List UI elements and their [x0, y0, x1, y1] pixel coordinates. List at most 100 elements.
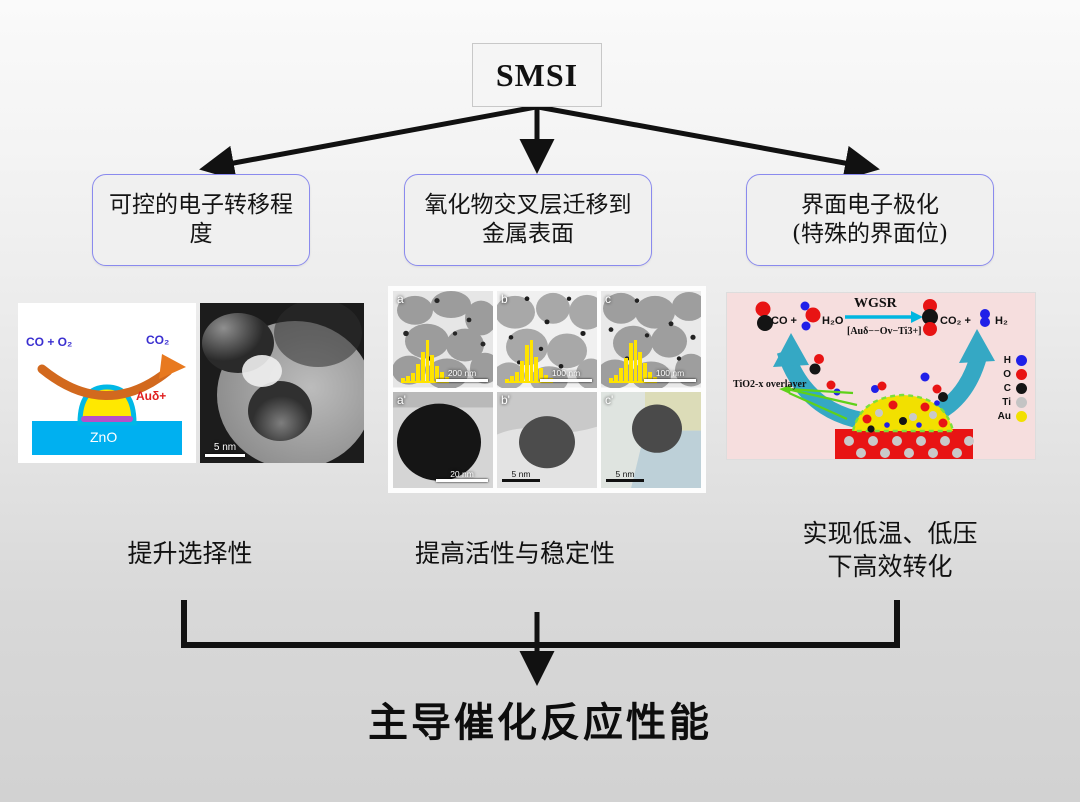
tem-b-prime-tag: b' — [501, 392, 510, 407]
tem-b-histogram-axis — [505, 381, 553, 383]
tem-a-scalebar-label: 200 nm — [447, 368, 477, 378]
smsi-title-label: SMSI — [495, 56, 579, 93]
tem-c-prime-tag: c' — [605, 392, 614, 407]
tem-b-scalebar-line — [540, 378, 592, 382]
wgsr-active-site-label: [Auδ−−Ov−Ti3+] — [847, 326, 922, 337]
tem-c-prime-scalebar: 5 nm — [606, 468, 644, 482]
tem-c-prime-scalebar-label: 5 nm — [615, 468, 635, 479]
wgsr-svg — [727, 293, 1035, 459]
tem-b-scalebar: 100 nm — [540, 369, 592, 382]
tem-b-prime-scalebar-line — [502, 479, 540, 482]
molecule-co — [755, 301, 773, 331]
tem-b-prime-scalebar-label: 5 nm — [511, 468, 531, 479]
molecule-h2 — [980, 309, 990, 327]
wgsr-reaction-name: WGSR — [854, 296, 897, 311]
molecule-h2o — [800, 301, 821, 331]
outcome-label-activity-stability: 提高活性与稳定性 — [414, 539, 615, 568]
tem-a-prime-svg — [393, 391, 493, 488]
tem-c-scalebar: 100 nm — [644, 369, 696, 382]
tem-single-svg — [200, 303, 364, 463]
tem-c-tag: c — [605, 292, 611, 306]
tem-single-scalebar-line — [205, 454, 245, 457]
outcome-label-selectivity: 提升选择性 — [127, 539, 253, 568]
zno-reactants-label: CO + O₂ — [26, 335, 73, 349]
wgsr-legend-element-label: C — [1003, 383, 1011, 394]
reaction-arrow — [37, 364, 173, 400]
tem-c-prime-svg — [601, 391, 701, 488]
category-box-electron-transfer[interactable]: 可控的电子转移程度 — [92, 174, 310, 266]
tem-grid-cell-b: b 100 nm — [497, 291, 597, 388]
wgsr-h2-label: H₂ — [995, 315, 1008, 327]
wgsr-cycle-arrow-head-left — [773, 333, 809, 367]
tem-b-prime-svg — [497, 391, 597, 488]
tem-single-scalebar: 5 nm — [205, 443, 245, 457]
arrow-smsi-to-right — [537, 104, 880, 181]
category-box-oxide-overlayer[interactable]: 氧化物交叉层迁移到金属表面 — [404, 174, 652, 266]
wgsr-legend-item: O — [997, 369, 1027, 380]
smsi-title-box: SMSI — [472, 43, 602, 107]
tem-b-prime-scalebar: 5 nm — [502, 468, 540, 482]
tem-grid-cell-c-prime: c' 5 nm — [601, 391, 701, 488]
wgsr-legend-element-label: O — [1003, 369, 1011, 380]
category-label-electron-transfer: 可控的电子转移程度 — [109, 191, 293, 247]
category-label-oxide-overlayer: 氧化物交叉层迁移到金属表面 — [424, 191, 632, 247]
tem-grid-cell-b-prime: b' 5 nm — [497, 391, 597, 488]
tem-b-svg — [497, 291, 597, 388]
tem-a-scalebar-line — [436, 378, 488, 382]
tem-a-tag: a — [397, 292, 404, 306]
wgsr-legend-color-dot — [1016, 411, 1027, 422]
molecule-co2 — [922, 299, 938, 336]
tem-grid-cell-a-prime: a' 20 nm — [393, 391, 493, 488]
zno-support-block — [32, 421, 182, 455]
wgsr-legend-item: Ti — [997, 397, 1027, 408]
tem-a-prime-scalebar-line — [436, 479, 488, 482]
overlayer-pointer-arrows — [779, 385, 858, 421]
wgsr-legend-element-label: H — [1003, 355, 1011, 366]
figure-wgsr-scheme: CO + H₂O WGSR [Auδ−−Ov−Ti3+] CO₂ + H₂ Ti… — [726, 292, 1036, 460]
au-nanoparticle — [851, 393, 955, 433]
zno-product-label: CO₂ — [146, 333, 170, 347]
wgsr-legend-item: H — [997, 355, 1027, 366]
tem-a-prime-scalebar-label: 20 nm — [450, 468, 474, 479]
wgsr-co-label: CO + — [771, 315, 797, 327]
interface-layer — [81, 416, 133, 422]
tem-a-prime-scalebar: 20 nm — [436, 468, 488, 482]
tem-c-scalebar-line — [644, 378, 696, 382]
wgsr-overlayer-label: TiO2-x overlayer — [733, 379, 807, 390]
wgsr-h2o-label: H₂O — [822, 315, 844, 327]
category-box-interface-polarization[interactable]: 界面电子极化(特殊的界面位) — [746, 174, 994, 266]
tem-b-tag: b — [501, 292, 508, 306]
wgsr-legend-color-dot — [1016, 383, 1027, 394]
tem-a-histogram-axis — [401, 381, 449, 383]
figure-zno-scheme: CO + O₂ CO₂ Auδ+ ZnO — [18, 303, 196, 463]
bottom-bracket — [181, 600, 900, 648]
tem-c-prime-scalebar-line — [606, 479, 644, 482]
wgsr-reaction-arrow-head — [911, 311, 923, 323]
arrow-smsi-to-left — [199, 104, 537, 181]
wgsr-legend-color-dot — [1016, 369, 1027, 380]
wgsr-legend-item: Au — [997, 411, 1027, 422]
tem-c-scalebar-label: 100 nm — [655, 368, 685, 378]
tio2-support-slab — [835, 429, 974, 459]
figure-tem-single: 5 nm — [200, 303, 364, 463]
tem-c-histogram-axis — [609, 381, 657, 383]
conclusion-title: 主导催化反应性能 — [368, 699, 712, 746]
tem-grid-cell-c: c 100 nm — [601, 291, 701, 388]
wgsr-cycle-arrow-head-right — [959, 329, 995, 363]
zno-scheme-svg — [18, 303, 196, 463]
wgsr-legend-element-label: Au — [997, 411, 1011, 422]
tem-grid-cell-a: a 200 nm — [393, 291, 493, 388]
tem-b-scalebar-label: 100 nm — [551, 368, 581, 378]
wgsr-legend-item: C — [997, 383, 1027, 394]
zno-support-label: ZnO — [90, 429, 118, 445]
wgsr-co2-label: CO₂ + — [940, 315, 971, 327]
tem-a-scalebar: 200 nm — [436, 369, 488, 382]
tem-a-svg — [393, 291, 493, 388]
figure-tem-grid: a 200 nm — [388, 286, 706, 493]
wgsr-legend-color-dot — [1016, 397, 1027, 408]
outcome-label-low-temp-pressure: 实现低温、低压下高效转化 — [802, 519, 978, 581]
au-species-label: Auδ+ — [136, 389, 167, 403]
reaction-arrow-head — [159, 354, 186, 379]
